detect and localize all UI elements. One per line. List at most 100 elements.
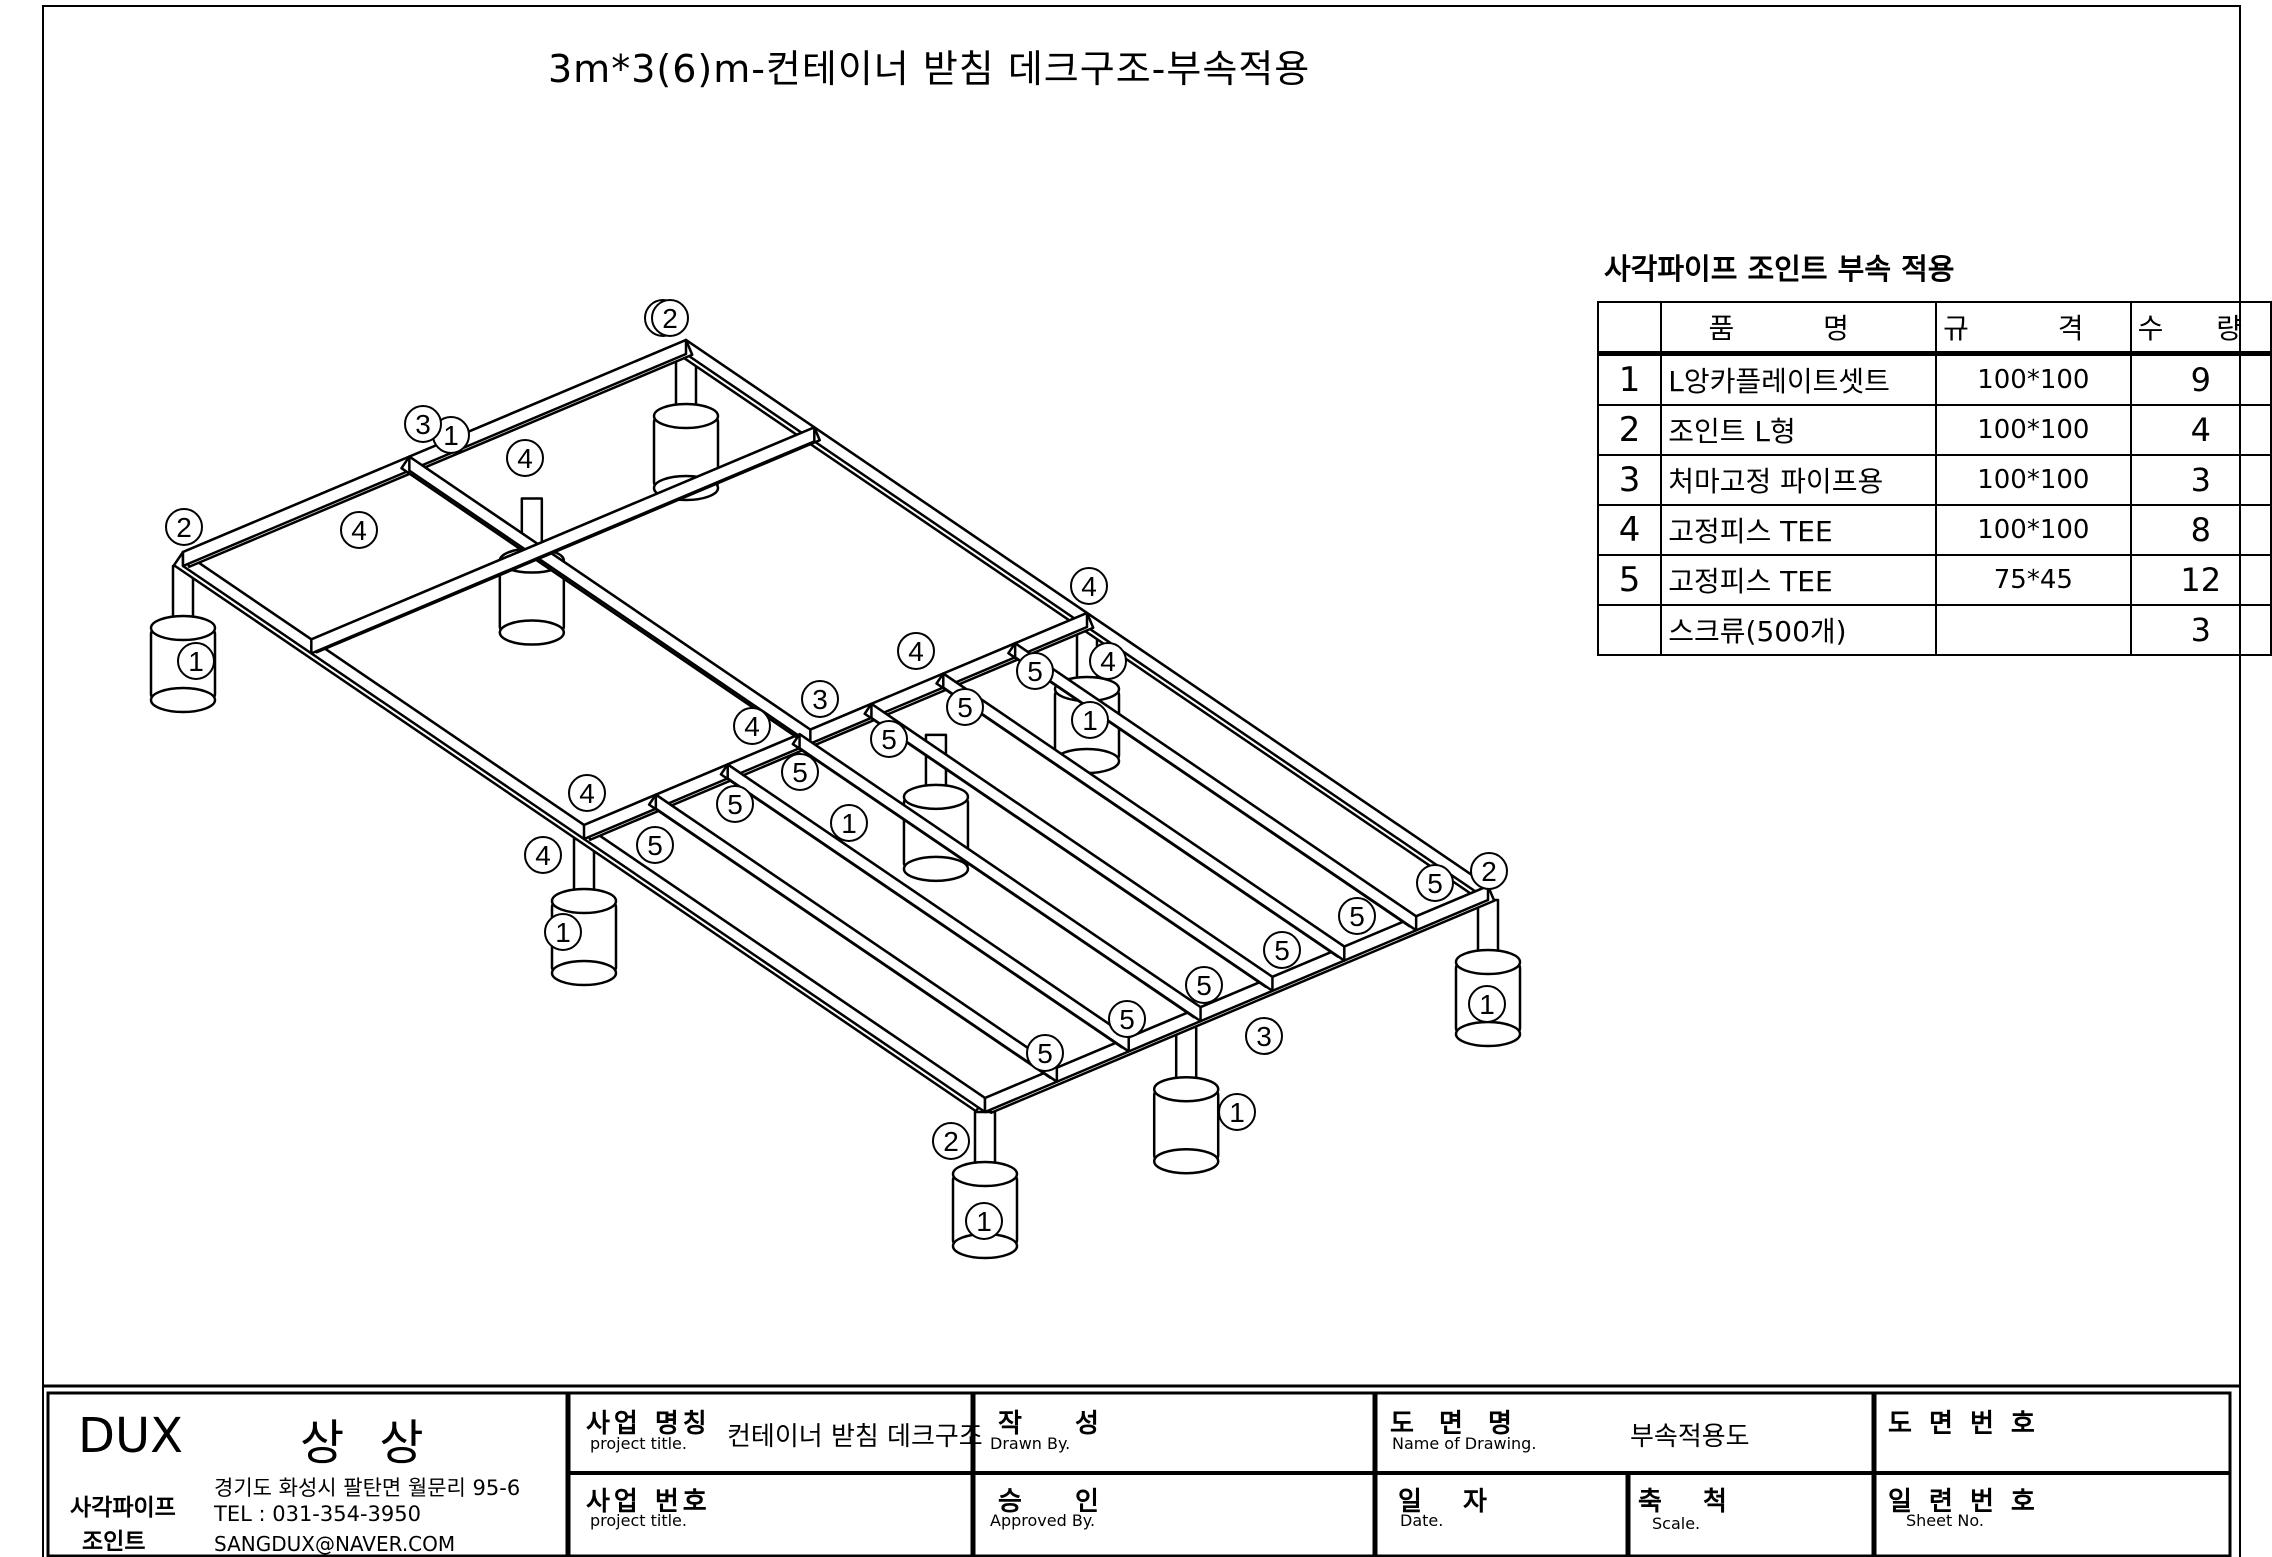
row-spec: 75*45 bbox=[1935, 554, 2132, 606]
callout-circle bbox=[1026, 1034, 1064, 1072]
callout-4: 4 bbox=[524, 836, 562, 874]
parts-table-header: 품 명 규 격 수 량 bbox=[1596, 301, 2272, 356]
drawing-title: 3m*3(6)m-컨테이너 받침 데크구조-부속적용 bbox=[548, 47, 1311, 91]
cross-beam-1-side bbox=[181, 338, 688, 568]
support-1-footing-bottom bbox=[149, 686, 217, 714]
table-row: 2 조인트 L형 100*100 4 bbox=[1596, 404, 2272, 456]
callout-circle bbox=[568, 774, 606, 812]
callout-number: 5 bbox=[1274, 935, 1290, 966]
title-block bbox=[43, 1384, 2240, 1557]
callout-4: 4 bbox=[897, 632, 935, 670]
callout-1: 1 bbox=[1218, 1093, 1256, 1131]
callout-circle bbox=[636, 826, 674, 864]
callout-number: 1 bbox=[841, 808, 857, 839]
row-spec: 100*100 bbox=[1935, 352, 2132, 406]
callout-number: 2 bbox=[662, 303, 678, 334]
callout-3: 3 bbox=[404, 405, 442, 443]
support-8-footing-bottom bbox=[902, 855, 970, 883]
callout-circle bbox=[1416, 864, 1454, 902]
callout-1: 1 bbox=[432, 416, 470, 454]
joist-long-1-side bbox=[408, 455, 812, 745]
joist-bay2-4-side bbox=[870, 702, 1274, 993]
callout-5: 5 bbox=[1108, 1000, 1146, 1038]
row-no bbox=[1596, 604, 1663, 656]
deck-frame-drawing bbox=[149, 338, 1522, 1260]
table-row: 3 처마고정 파이프용 100*100 3 bbox=[1596, 454, 2272, 506]
callout-5: 5 bbox=[946, 688, 984, 726]
row-qty: 8 bbox=[2129, 504, 2272, 556]
drawn-by-label-en: Drawn By. bbox=[990, 1434, 1071, 1453]
project-no-label-en: project title. bbox=[590, 1511, 687, 1530]
table-row: 4 고정피스 TEE 100*100 8 bbox=[1596, 504, 2272, 556]
callout-1: 1 bbox=[1468, 985, 1506, 1023]
callout-circle bbox=[1108, 1000, 1146, 1038]
callout-circle bbox=[946, 688, 984, 726]
callout-circle bbox=[781, 753, 819, 791]
callout-number: 5 bbox=[1037, 1038, 1053, 1069]
callout-number: 5 bbox=[957, 692, 973, 723]
callout-1: 1 bbox=[830, 804, 868, 842]
row-name: L앙카플레이트셋트 bbox=[1660, 352, 1938, 406]
table-row: 5 고정피스 TEE 75*45 12 bbox=[1596, 554, 2272, 606]
joist-bay2-1-side bbox=[654, 793, 1059, 1083]
callout-circle bbox=[1185, 966, 1223, 1004]
project-name-value: 컨테이너 받침 데크구조 bbox=[727, 1422, 983, 1452]
callout-circle bbox=[1016, 652, 1054, 690]
project-name-label-en: project title. bbox=[590, 1434, 687, 1453]
row-qty: 9 bbox=[2129, 352, 2272, 406]
scale-label-en: Scale. bbox=[1652, 1514, 1701, 1533]
callout-number: 4 bbox=[1081, 571, 1097, 602]
callout-3: 3 bbox=[1245, 1017, 1283, 1055]
row-qty: 12 bbox=[2129, 554, 2272, 606]
callout-circle bbox=[965, 1202, 1003, 1240]
date-label: 일 자 bbox=[1398, 1487, 1503, 1517]
callout-circle bbox=[1468, 985, 1506, 1023]
callout-circle bbox=[870, 720, 908, 758]
cross-beam-2-side bbox=[582, 611, 1089, 841]
row-qty: 3 bbox=[2129, 604, 2272, 656]
support-1-footing-top bbox=[149, 614, 217, 642]
callout-4: 4 bbox=[568, 774, 606, 812]
callout-2: 2 bbox=[932, 1122, 970, 1160]
callout-circle bbox=[1470, 852, 1508, 890]
callout-circle bbox=[544, 913, 582, 951]
callout-5: 5 bbox=[781, 753, 819, 791]
cross-beam-3-side bbox=[983, 884, 1490, 1114]
support-8-footing-top bbox=[902, 783, 970, 811]
callout-circle bbox=[651, 299, 689, 337]
drawing-name-label-en: Name of Drawing. bbox=[1392, 1434, 1537, 1453]
callout-circle bbox=[830, 804, 868, 842]
row-spec: 100*100 bbox=[1935, 404, 2132, 456]
callout-number: 5 bbox=[1119, 1004, 1135, 1035]
callout-4: 4 bbox=[1070, 567, 1108, 605]
callout-circle bbox=[524, 836, 562, 874]
row-name: 조인트 L형 bbox=[1660, 404, 1938, 456]
callout-4: 4 bbox=[506, 439, 544, 477]
callout-circle bbox=[1338, 897, 1376, 935]
callout-circle bbox=[733, 707, 771, 745]
header-no bbox=[1596, 301, 1663, 356]
callout-number: 4 bbox=[351, 515, 367, 546]
row-qty: 4 bbox=[2129, 404, 2272, 456]
callout-number: 5 bbox=[647, 830, 663, 861]
callout-number: 1 bbox=[188, 646, 204, 677]
drawing-no-label: 도 면 번 호 bbox=[1888, 1409, 2039, 1439]
support-4-footing-top bbox=[550, 887, 618, 915]
support-4-footing-bottom bbox=[550, 959, 618, 987]
company-tel: TEL : 031-354-3950 bbox=[214, 1502, 421, 1526]
callout-number: 1 bbox=[443, 420, 459, 451]
callout-number: 4 bbox=[908, 636, 924, 667]
support-7-footing-top bbox=[1454, 948, 1522, 976]
joist-bay2-2-side bbox=[726, 763, 1130, 1053]
support-9-footing-top bbox=[1152, 1075, 1220, 1103]
callout-number: 5 bbox=[727, 789, 743, 820]
callout-2: 2 bbox=[1470, 852, 1508, 890]
callout-number: 2 bbox=[176, 512, 192, 543]
callout-2: 2 bbox=[651, 299, 689, 337]
callout-circle bbox=[1245, 1017, 1283, 1055]
row-no: 1 bbox=[1596, 352, 1663, 406]
sheet-border bbox=[42, 5, 2241, 1557]
sheet-no-label: 일 련 번 호 bbox=[1888, 1487, 2039, 1517]
callout-5: 5 bbox=[870, 720, 908, 758]
